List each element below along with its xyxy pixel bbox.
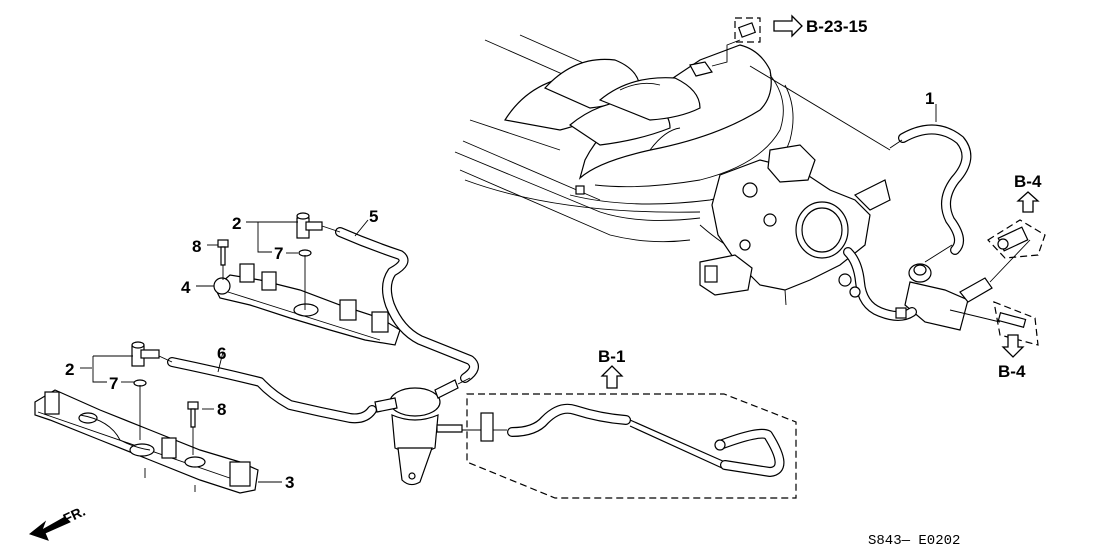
injector-base-upper	[213, 263, 401, 346]
front-label: FR.	[61, 503, 88, 527]
callout-7-upper: 7	[274, 244, 283, 263]
hollow-arrow-icon	[1001, 334, 1025, 358]
callout-2-lower: 2	[65, 360, 74, 379]
callout-3: 3	[285, 473, 294, 492]
ref-label-b23-15: B-23-15	[806, 17, 867, 36]
ref-label-b4-top: B-4	[1014, 172, 1042, 191]
hollow-arrow-icon	[600, 365, 624, 389]
callout-4: 4	[181, 278, 191, 297]
ref-label-b1: B-1	[598, 347, 625, 366]
bolt-lower	[187, 401, 199, 455]
fuel-line-upper	[838, 247, 917, 321]
callout-6: 6	[217, 344, 226, 363]
ref-label-b4-bottom: B-4	[998, 362, 1026, 381]
damper-upper	[296, 212, 341, 310]
hollow-arrow-icon	[773, 14, 803, 38]
bolt-upper	[217, 239, 229, 280]
arrow-front-icon	[28, 516, 71, 541]
front-indicator: FR.	[28, 503, 88, 541]
callout-8-upper: 8	[192, 237, 201, 256]
intake-manifold	[454, 34, 891, 263]
callout-5: 5	[369, 207, 378, 226]
ref-b23-15[interactable]: B-23-15	[711, 14, 867, 67]
callout-2-upper: 2	[232, 214, 241, 233]
hose-6	[167, 357, 377, 424]
ref-b4-top[interactable]: B-4	[987, 172, 1046, 259]
injector-base-lower	[34, 389, 259, 494]
throttle-body	[699, 144, 891, 306]
hollow-arrow-icon	[1016, 191, 1040, 213]
ref-b1[interactable]: B-1	[462, 347, 797, 499]
callout-leaders	[80, 104, 937, 483]
ref-b4-bottom[interactable]: B-4	[993, 301, 1039, 381]
callout-7-lower: 7	[109, 374, 118, 393]
drawing-code: S843— E0202	[868, 533, 960, 549]
hose-1	[889, 124, 972, 255]
hose-5	[335, 227, 479, 383]
pressure-regulator	[904, 239, 1031, 331]
callout-1: 1	[925, 89, 934, 108]
fuel-filter	[374, 377, 471, 486]
callout-8-lower: 8	[217, 400, 226, 419]
damper-lower	[131, 341, 173, 440]
